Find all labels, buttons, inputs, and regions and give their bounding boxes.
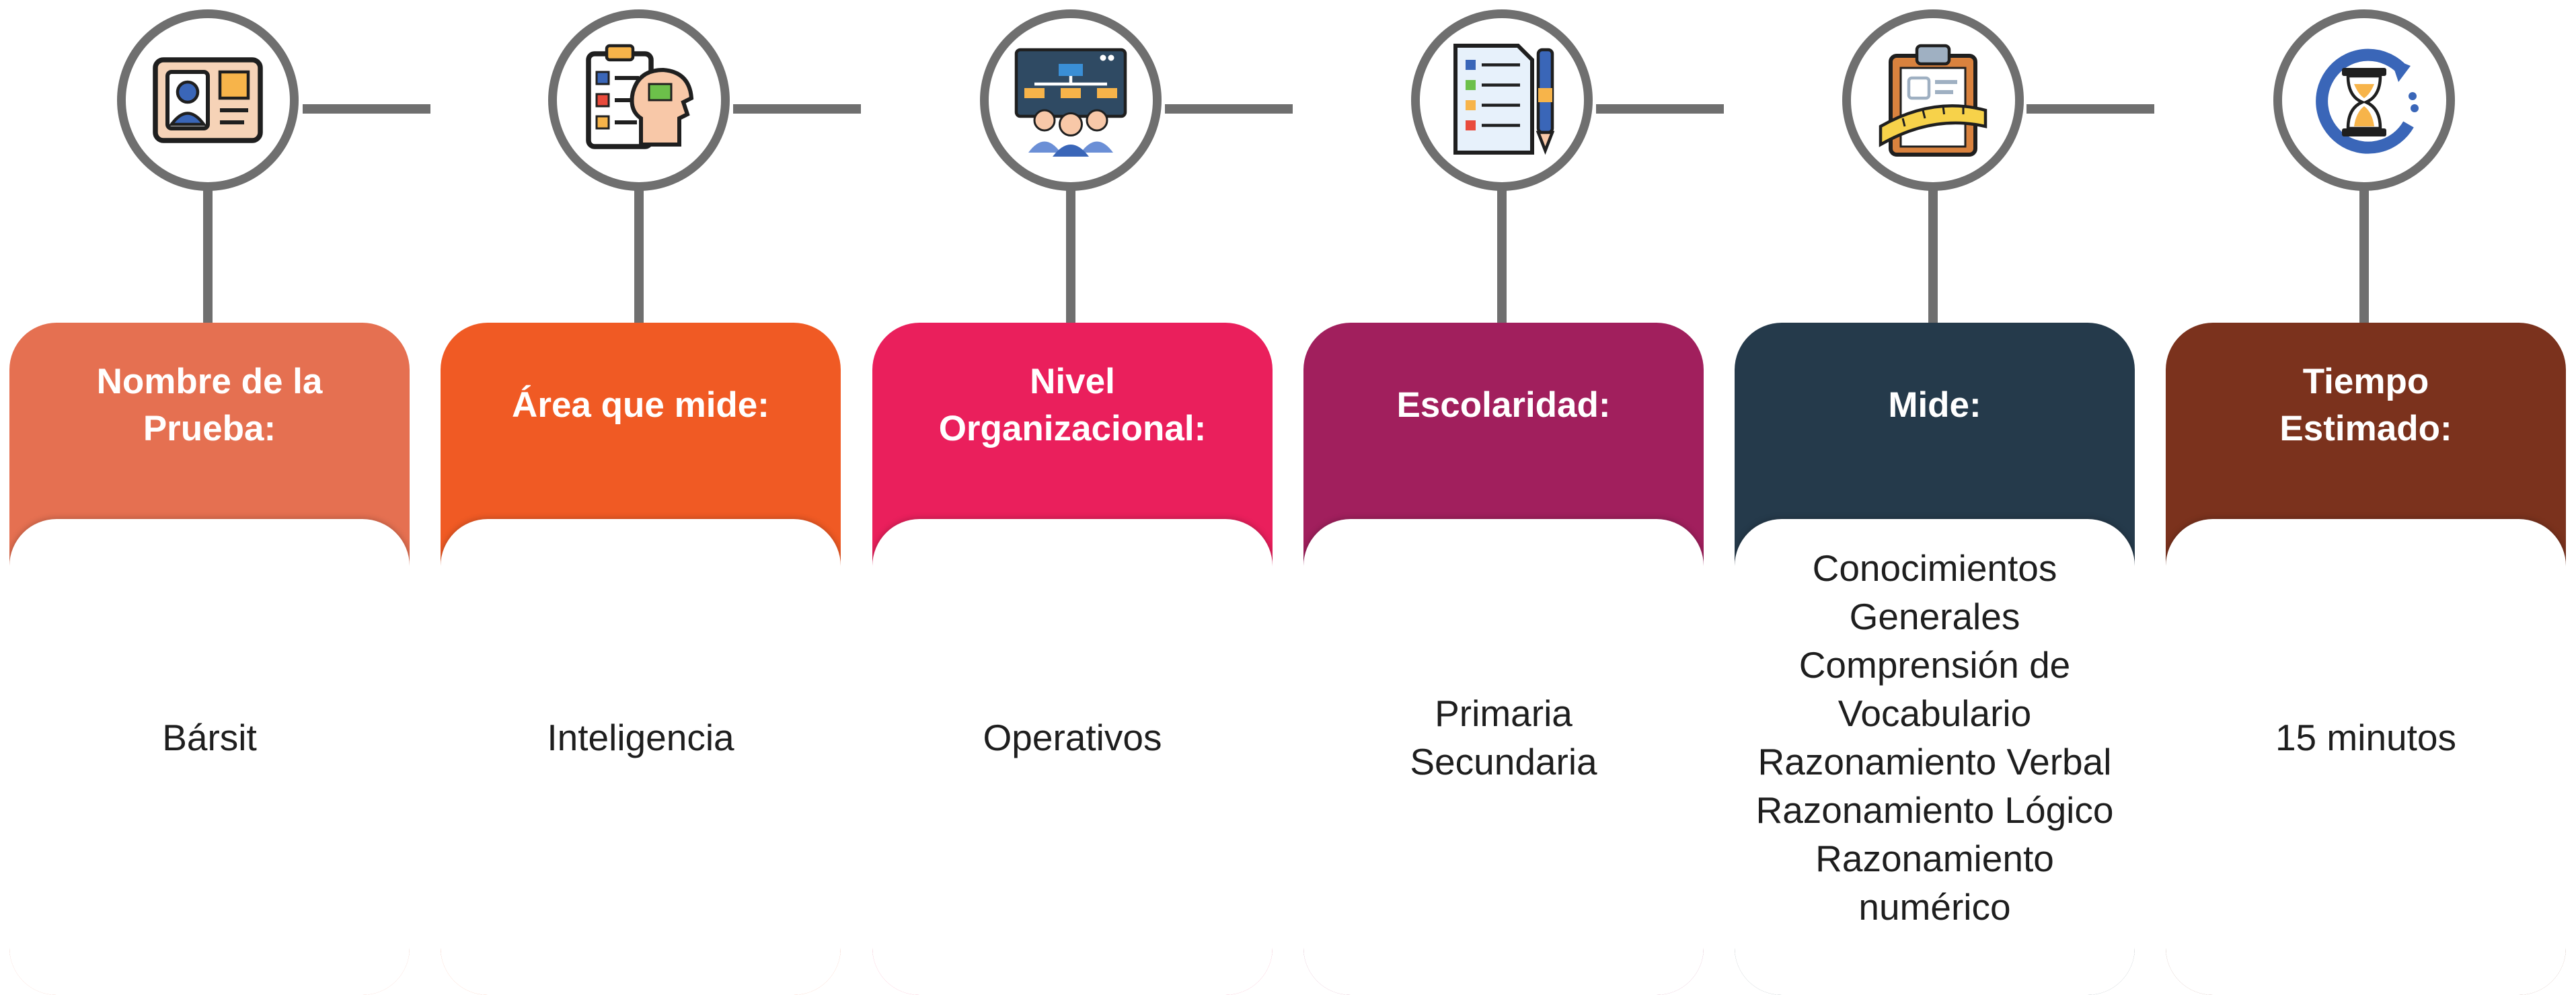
- stem-line: [1497, 182, 1507, 326]
- step-3-value: Operativos: [983, 717, 1162, 758]
- step-4-title: Escolaridad:: [1396, 385, 1611, 425]
- step-1-body: Bársit: [9, 519, 410, 995]
- step-2-body: Inteligencia: [441, 519, 841, 995]
- step-4-header: Escolaridad:: [1303, 323, 1704, 551]
- step-6-title: Tiempo Estimado:: [2279, 361, 2452, 448]
- step-6-value: 15 minutos: [2275, 717, 2457, 758]
- step-5-body: Conocimientos Generales Comprensión de V…: [1735, 519, 2135, 995]
- connector-line: [1165, 104, 1293, 114]
- step-5-card: Mide: Conocimientos Generales Comprensió…: [1735, 323, 2135, 995]
- connector-line: [733, 104, 861, 114]
- step-1-card: Nombre de la Prueba: Bársit: [9, 323, 410, 995]
- step-5-value: Conocimientos Generales Comprensión de V…: [1755, 547, 2114, 928]
- step-6-header: Tiempo Estimado:: [2166, 323, 2566, 551]
- step-3-icon-circle: [980, 9, 1162, 191]
- step-2-icon-circle: [548, 9, 730, 191]
- clipboard-measuring-tape-icon: [1872, 40, 1994, 161]
- stem-line: [1066, 182, 1075, 326]
- stem-line: [203, 182, 213, 326]
- step-1-value: Bársit: [162, 717, 257, 758]
- step-2-title: Área que mide:: [512, 385, 769, 425]
- step-1-header: Nombre de la Prueba:: [9, 323, 410, 551]
- step-6-body: 15 minutos: [2166, 519, 2566, 995]
- stem-line: [1928, 182, 1938, 326]
- step-4-value: Primaria Secundaria: [1410, 692, 1597, 783]
- step-2-header: Área que mide:: [441, 323, 841, 551]
- step-1-icon-circle: [117, 9, 299, 191]
- step-1-title: Nombre de la Prueba:: [96, 361, 323, 448]
- step-6-icon-circle: [2273, 9, 2455, 191]
- connector-line: [1596, 104, 1724, 114]
- hourglass-clock-icon: [2304, 40, 2425, 161]
- step-4-card: Escolaridad: Primaria Secundaria: [1303, 323, 1704, 995]
- step-3-header: Nivel Organizacional:: [872, 323, 1273, 551]
- step-4-body: Primaria Secundaria: [1303, 519, 1704, 995]
- step-4-icon-circle: [1411, 9, 1593, 191]
- step-6-card: Tiempo Estimado: 15 minutos: [2166, 323, 2566, 995]
- id-card-icon: [147, 40, 268, 161]
- step-5-icon-circle: [1842, 9, 2024, 191]
- step-2-value: Inteligencia: [547, 717, 734, 758]
- stem-line: [2359, 182, 2369, 326]
- checklist-brain-icon: [578, 40, 699, 161]
- document-pen-icon: [1441, 40, 1562, 161]
- connector-line: [2026, 104, 2154, 114]
- step-5-title: Mide:: [1888, 385, 1981, 425]
- step-5-header: Mide:: [1735, 323, 2135, 551]
- step-3-title: Nivel Organizacional:: [938, 361, 1207, 448]
- step-3-body: Operativos: [872, 519, 1273, 995]
- stem-line: [634, 182, 644, 326]
- org-chart-people-icon: [1010, 40, 1131, 161]
- connector-line: [303, 104, 430, 114]
- step-2-card: Área que mide: Inteligencia: [441, 323, 841, 995]
- step-3-card: Nivel Organizacional: Operativos: [872, 323, 1273, 995]
